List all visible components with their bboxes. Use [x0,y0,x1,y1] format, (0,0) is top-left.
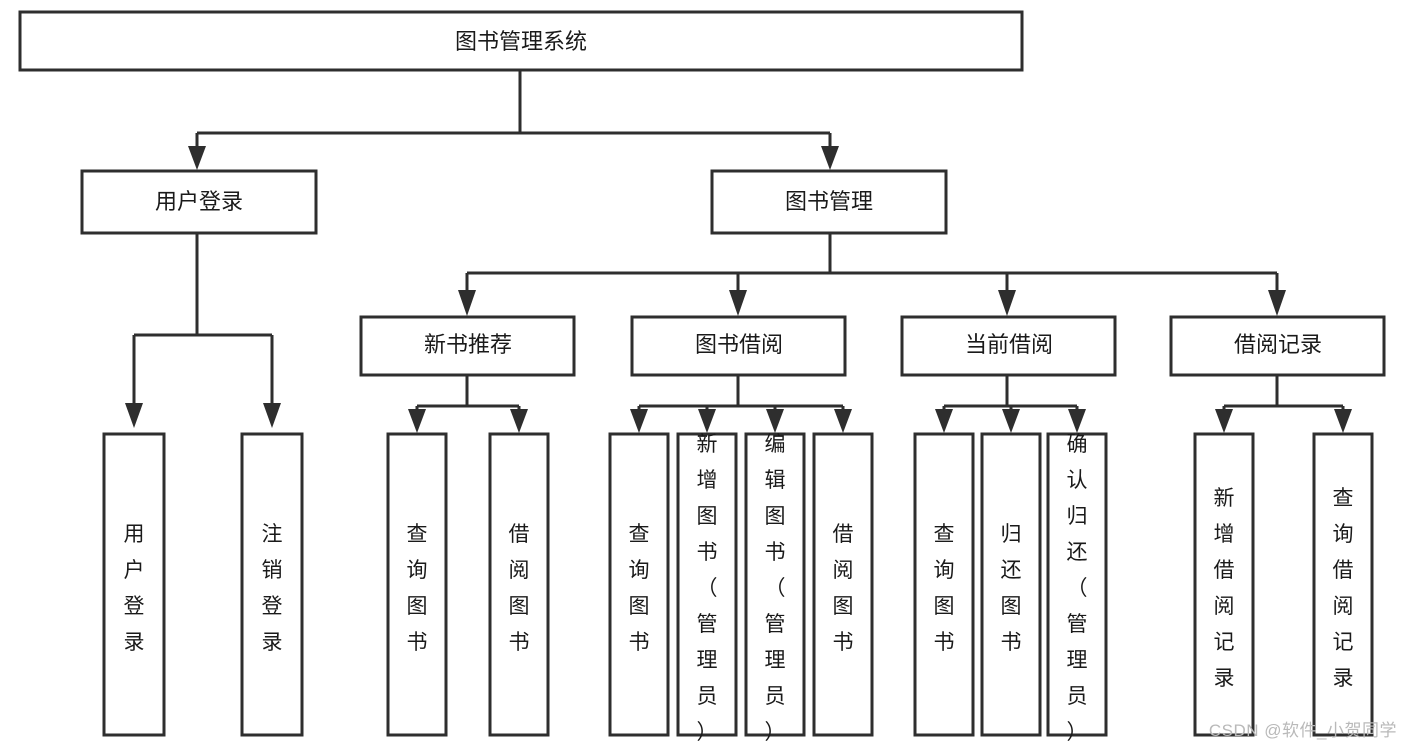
arrow-head-leaf-add-record [1215,409,1233,433]
node-book-management-box[interactable] [710,169,948,235]
node-leaf-query-book-2-box[interactable] [608,432,670,737]
node-leaf-user-logout[interactable]: 注销登录 [240,432,304,737]
arrow-head-leaf-query-book-3 [935,409,953,433]
node-leaf-borrow-book-2-label: 借阅图书 [833,523,854,654]
node-leaf-query-record[interactable]: 查询借阅记录 [1312,432,1374,737]
arrow-head-leaf-return-book [1002,409,1020,433]
arrow-head-leaf-borrow-book-1 [510,409,528,433]
node-leaf-add-book-box[interactable] [676,432,738,737]
node-root-box[interactable] [18,10,1024,72]
node-leaf-add-record-box[interactable] [1193,432,1255,737]
node-leaf-borrow-book-2-box[interactable] [812,432,874,737]
node-leaf-query-book-1-label: 查询图书 [407,523,428,654]
node-leaf-add-record-label: 新增借阅记录 [1214,487,1235,690]
node-book-management-label: 图书管理 [785,189,873,214]
node-leaf-edit-book-box[interactable] [744,432,806,737]
node-user-login-label: 用户登录 [155,189,243,214]
arrow-head-leaf-user-login [125,403,143,428]
node-book-borrow-label: 图书借阅 [695,332,783,357]
node-leaf-return-book-box[interactable] [980,432,1042,737]
node-leaf-query-book-3-label: 查询图书 [934,523,955,654]
node-leaf-add-book-label: 新增图书（管理员） [697,433,718,744]
node-leaf-query-book-2[interactable]: 查询图书 [608,432,670,737]
node-leaf-user-logout-label: 注销登录 [262,523,283,654]
node-leaf-user-login[interactable]: 用户登录 [102,432,166,737]
node-borrow-record-box[interactable] [1169,315,1386,377]
node-leaf-user-login-box[interactable] [102,432,166,737]
arrow-head-user-login [188,146,206,170]
arrow-head-leaf-query-book-2 [630,409,648,433]
node-leaf-query-book-1[interactable]: 查询图书 [386,432,448,737]
node-leaf-user-logout-box[interactable] [240,432,304,737]
node-leaf-borrow-book-1-box[interactable] [488,432,550,737]
node-root-label: 图书管理系统 [455,29,587,54]
arrow-head-leaf-borrow-book-2 [834,409,852,433]
node-new-book-recommend-box[interactable] [359,315,576,377]
node-current-borrow[interactable]: 当前借阅 [900,315,1117,377]
node-leaf-return-book-label: 归还图书 [1001,523,1022,654]
node-book-borrow-box[interactable] [630,315,847,377]
node-current-borrow-box[interactable] [900,315,1117,377]
node-leaf-return-book[interactable]: 归还图书 [980,432,1042,737]
node-book-management[interactable]: 图书管理 [710,169,948,235]
node-leaf-user-login-label: 用户登录 [124,523,145,654]
node-leaf-confirm-return-box[interactable] [1046,432,1108,737]
node-leaf-query-book-1-box[interactable] [386,432,448,737]
node-leaf-query-record-label: 查询借阅记录 [1333,487,1354,690]
arrow-head-leaf-query-record [1334,409,1352,433]
arrow-head-book-borrow [729,290,747,316]
node-leaf-query-book-3-box[interactable] [913,432,975,737]
node-root[interactable]: 图书管理系统 [18,10,1024,72]
node-leaf-confirm-return[interactable]: 确认归还（管理员） [1046,432,1108,744]
node-borrow-record[interactable]: 借阅记录 [1169,315,1386,377]
node-user-login-box[interactable] [80,169,318,235]
edge-layer [125,70,1352,433]
node-book-borrow[interactable]: 图书借阅 [630,315,847,377]
arrow-head-leaf-edit-book [766,409,784,433]
node-leaf-edit-book[interactable]: 编辑图书（管理员） [744,432,806,744]
arrow-head-borrow-record [1268,290,1286,316]
arrow-head-leaf-add-book [698,409,716,433]
node-leaf-borrow-book-1-label: 借阅图书 [509,523,530,654]
arrow-head-leaf-confirm-return [1068,409,1086,433]
node-leaf-query-book-3[interactable]: 查询图书 [913,432,975,737]
node-new-book-recommend[interactable]: 新书推荐 [359,315,576,377]
node-new-book-recommend-label: 新书推荐 [424,332,512,357]
node-leaf-query-record-box[interactable] [1312,432,1374,737]
node-leaf-edit-book-label: 编辑图书（管理员） [765,433,786,744]
node-leaf-add-record[interactable]: 新增借阅记录 [1193,432,1255,737]
node-leaf-borrow-book-1[interactable]: 借阅图书 [488,432,550,737]
arrow-head-current-borrow [998,290,1016,316]
node-leaf-confirm-return-label: 确认归还（管理员） [1067,433,1088,744]
node-leaf-borrow-book-2[interactable]: 借阅图书 [812,432,874,737]
arrow-head-new-book-recommend [458,290,476,316]
node-current-borrow-label: 当前借阅 [965,332,1053,357]
arrow-head-leaf-query-book-1 [408,409,426,433]
arrow-head-leaf-user-logout [263,403,281,428]
node-leaf-query-book-2-label: 查询图书 [629,523,650,654]
node-user-login[interactable]: 用户登录 [80,169,318,235]
arrow-head-book-management [821,146,839,170]
node-leaf-add-book[interactable]: 新增图书（管理员） [676,432,738,744]
node-borrow-record-label: 借阅记录 [1234,332,1322,357]
